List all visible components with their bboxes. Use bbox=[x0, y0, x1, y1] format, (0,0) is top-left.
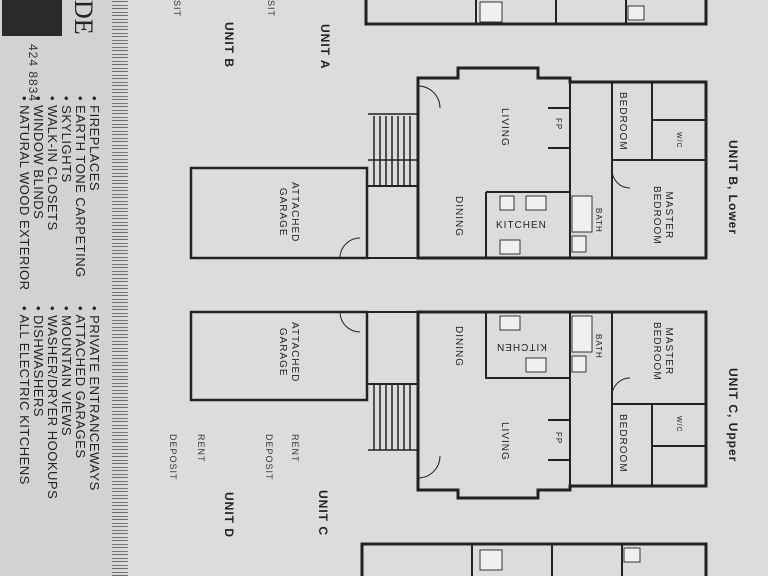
kitchen-c-label: KITCHEN bbox=[496, 341, 547, 352]
kitchen-b-label: KITCHEN bbox=[496, 220, 547, 231]
scan-edge-speckle bbox=[112, 0, 128, 576]
wic-b-label: W/C bbox=[675, 132, 682, 149]
bath-c-label: BATH bbox=[594, 334, 603, 359]
fireplace-c-label: FP bbox=[554, 432, 563, 445]
living-c-label: LIVING bbox=[499, 422, 510, 461]
feature-strip bbox=[0, 0, 124, 576]
bedroom-c-label: BEDROOM bbox=[617, 414, 628, 473]
unit-c-walls bbox=[416, 310, 708, 500]
garage-b-label: ATTACHED GARAGE bbox=[277, 182, 300, 243]
bedroom-b-label: BEDROOM bbox=[617, 92, 628, 151]
logo-mark bbox=[2, 0, 62, 36]
master-bedroom-c-label: MASTER BEDROOM bbox=[651, 322, 674, 381]
dining-c-label: DINING bbox=[453, 326, 464, 367]
unit-b-walls bbox=[416, 66, 708, 260]
master-bedroom-b-label: MASTER BEDROOM bbox=[651, 186, 674, 245]
bottom-unit-walls bbox=[360, 542, 708, 576]
bath-b-label: BATH bbox=[594, 208, 603, 233]
plan-b-title: UNIT B, Lower bbox=[726, 140, 740, 236]
fireplace-b-label: FP bbox=[554, 118, 563, 131]
garage-c-walls bbox=[189, 310, 369, 402]
wic-c-label: W/C bbox=[675, 416, 682, 433]
living-b-label: LIVING bbox=[499, 108, 510, 147]
garage-c-label: ATTACHED GARAGE bbox=[277, 322, 300, 383]
dining-b-label: DINING bbox=[453, 196, 464, 237]
top-unit-walls bbox=[364, 0, 708, 26]
garage-b-walls bbox=[189, 166, 369, 260]
plan-c-title: UNIT C, Upper bbox=[726, 368, 740, 463]
